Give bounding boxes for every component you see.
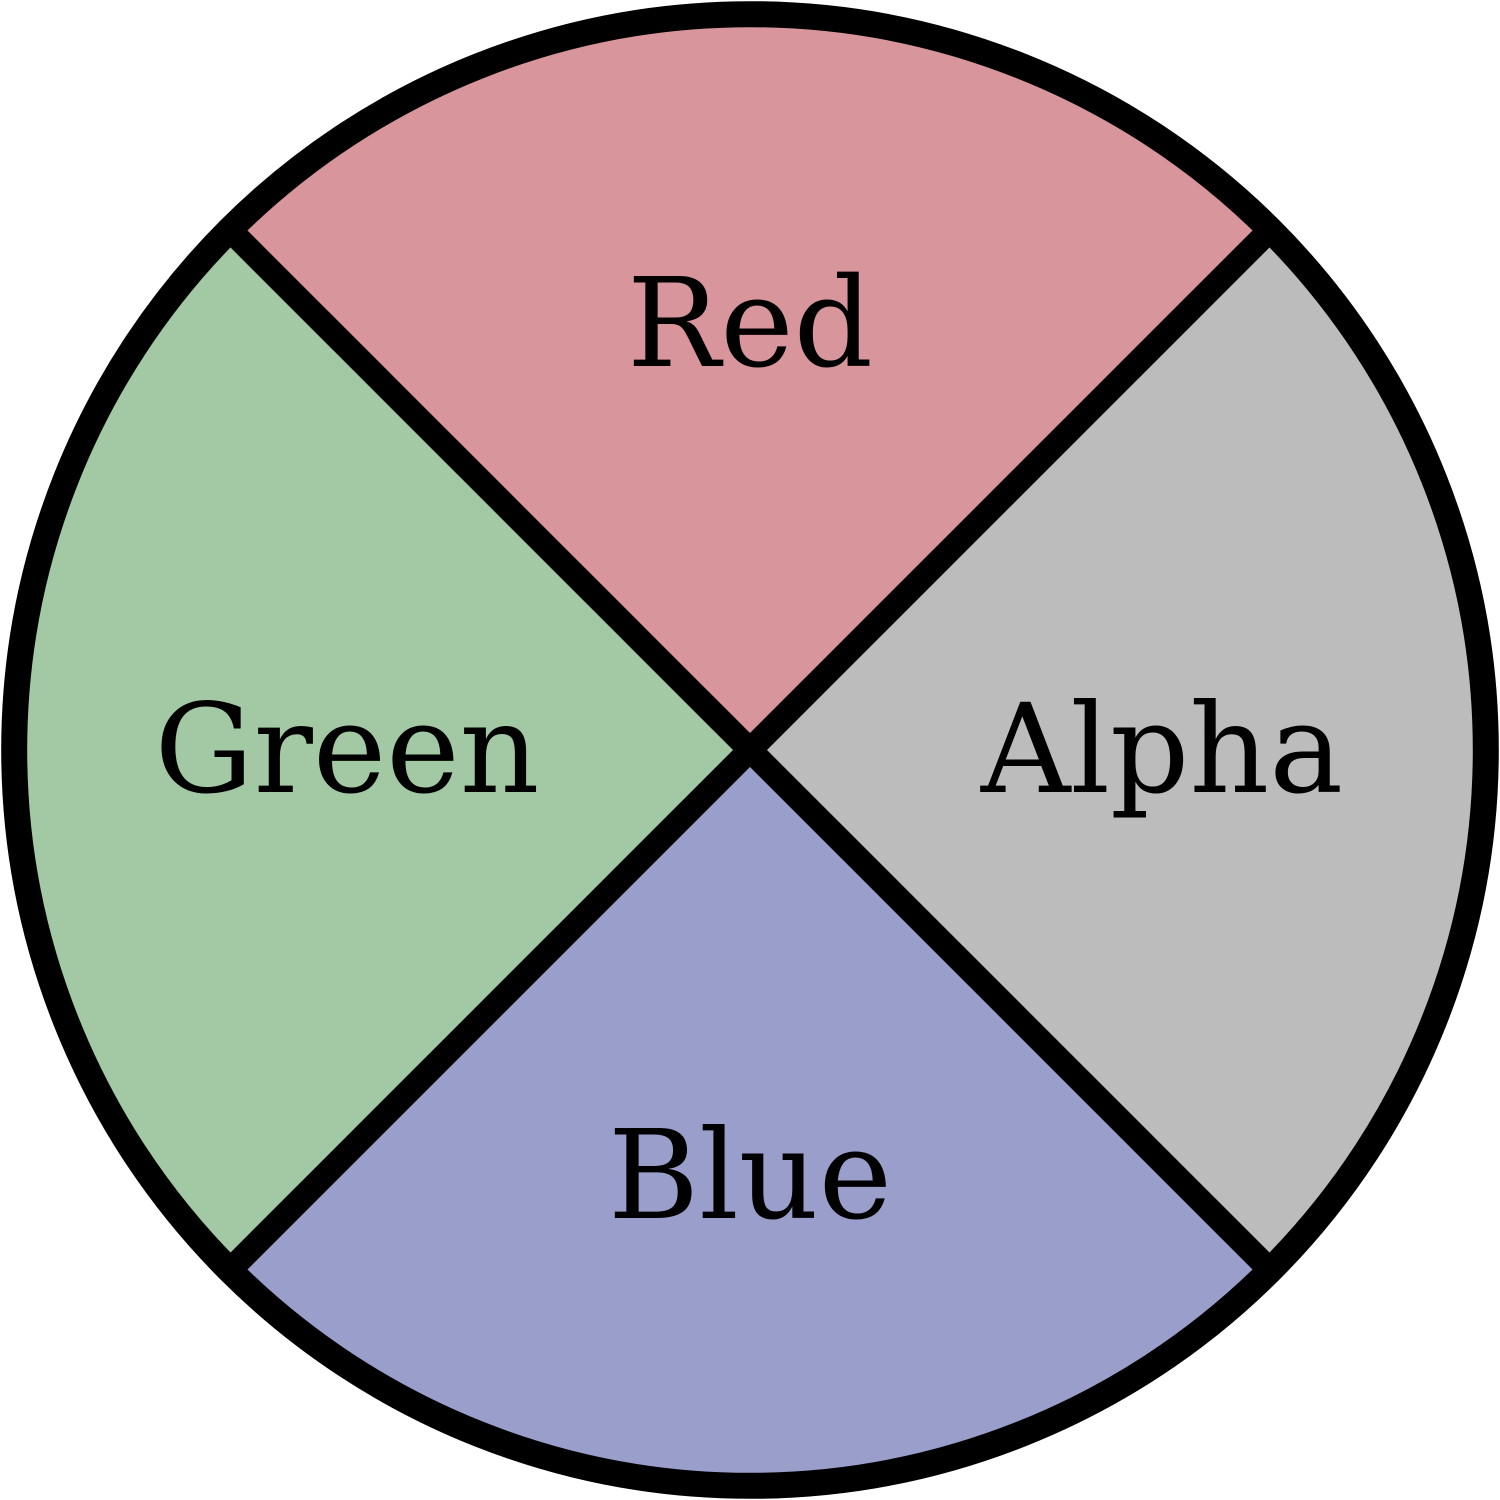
alpha-quadrant [750, 229, 1486, 1271]
blue-quadrant [229, 750, 1271, 1486]
green-label: Green [155, 678, 540, 822]
alpha-label: Alpha [980, 678, 1343, 822]
divider-line [221, 221, 1279, 1279]
blue-label: Blue [608, 1104, 892, 1248]
red-quadrant [229, 14, 1271, 751]
green-quadrant [14, 229, 750, 1271]
red-label: Red [627, 252, 873, 396]
